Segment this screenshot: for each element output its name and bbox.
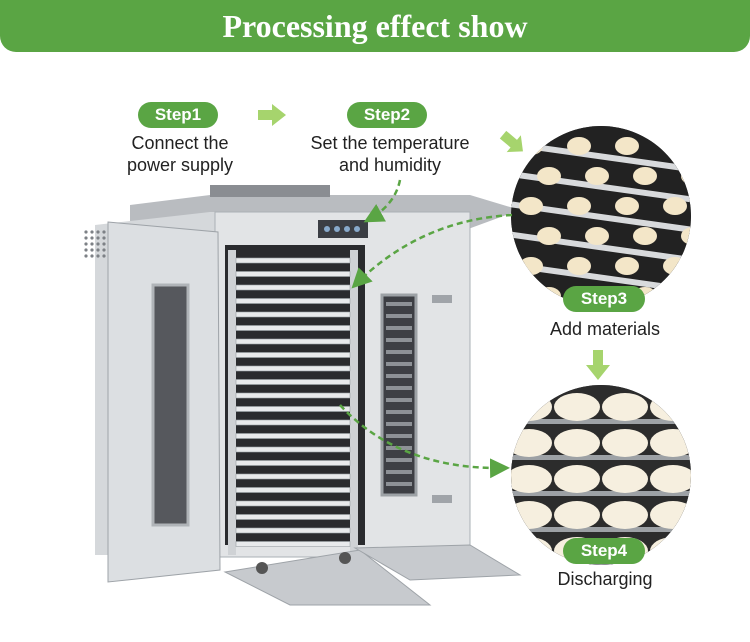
- step1-badge: Step1: [138, 102, 218, 128]
- step3-caption: Add materials: [549, 319, 661, 339]
- step2-caption-line1: Set the temperature: [310, 133, 470, 153]
- step1-caption: Connect the power supply: [100, 132, 260, 176]
- down-arrow-icon: [586, 350, 610, 380]
- step1-caption-line2: power supply: [126, 155, 234, 175]
- header-banner: [0, 0, 750, 52]
- step1-caption-line1: Connect the: [131, 133, 229, 153]
- step4-caption: Discharging: [557, 569, 653, 589]
- page-title: Processing effect show: [222, 8, 528, 44]
- step3-dough-photo: [511, 126, 691, 306]
- right-arrow-icon: [258, 104, 286, 126]
- step2-caption: Set the temperature and humidity: [290, 132, 490, 176]
- step2-caption-line2: and humidity: [338, 155, 442, 175]
- down-right-arrow-icon: [498, 128, 528, 158]
- step2-badge: Step2: [347, 102, 427, 128]
- step4-badge: Step4: [563, 538, 645, 564]
- tray-rack: [235, 257, 351, 547]
- step3-badge: Step3: [563, 286, 645, 312]
